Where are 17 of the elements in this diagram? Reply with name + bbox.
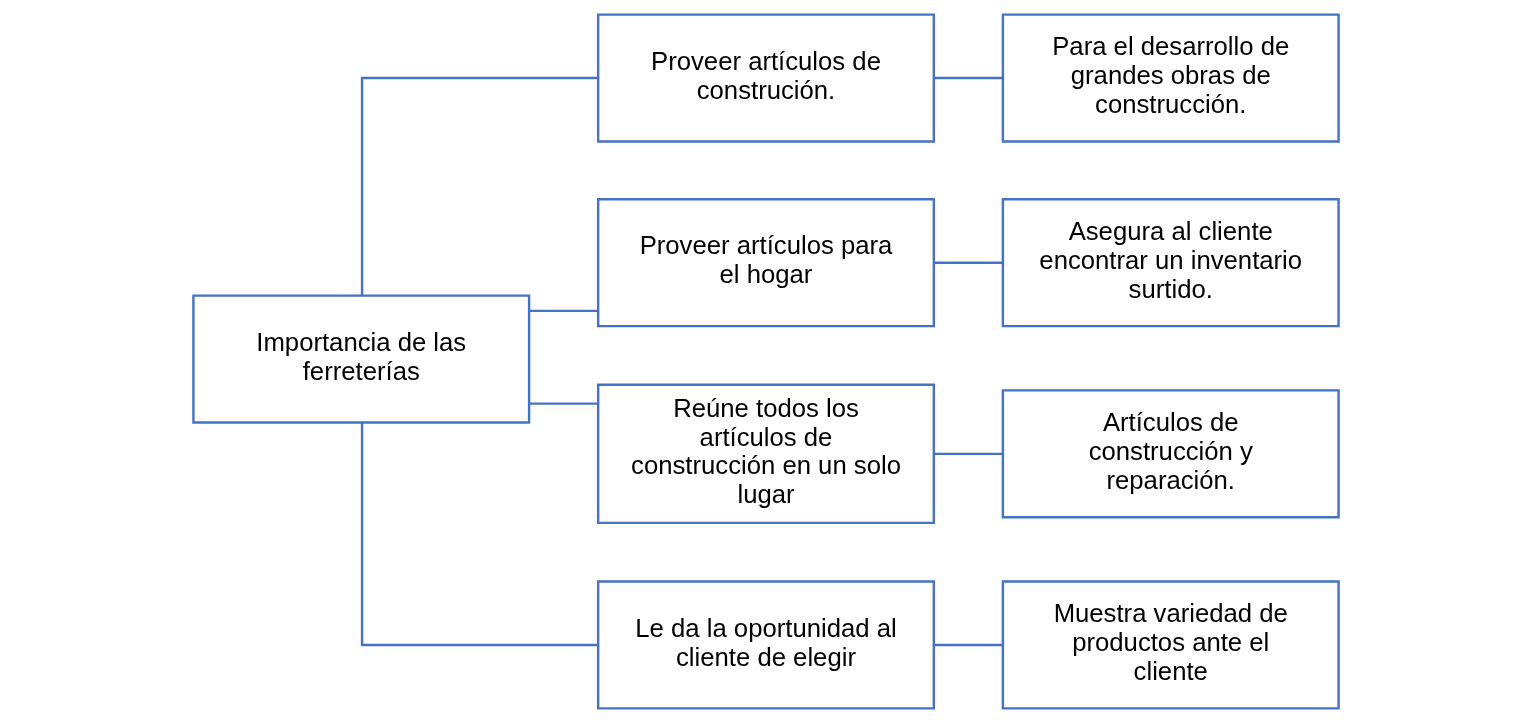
node-box: Proveer artículos para el hogar (596, 198, 936, 328)
node-box: Para el desarrollo de grandes obras de construcción. (1001, 13, 1340, 143)
connector (360, 76, 598, 296)
node-box: Reúne todos los artículos de construcción en un solo lugar (596, 383, 936, 525)
connector (934, 643, 1003, 647)
connector (529, 309, 598, 313)
connector (934, 261, 1003, 264)
node-box: Le da la oportunidad al cliente de elegir (596, 580, 936, 710)
node-box: Artículos de construcción y reparación. (1001, 389, 1340, 519)
connector (360, 422, 598, 647)
connector (934, 452, 1003, 456)
node-box: Importancia de las ferreterías (192, 294, 531, 424)
connector (529, 402, 598, 405)
node-box: Proveer artículos de construción. (596, 13, 936, 143)
node-box: Asegura al cliente encontrar un inventario surtido. (1001, 198, 1340, 328)
node-box: Muestra variedad de productos ante el cliente (1001, 580, 1340, 710)
connector (934, 76, 1003, 80)
